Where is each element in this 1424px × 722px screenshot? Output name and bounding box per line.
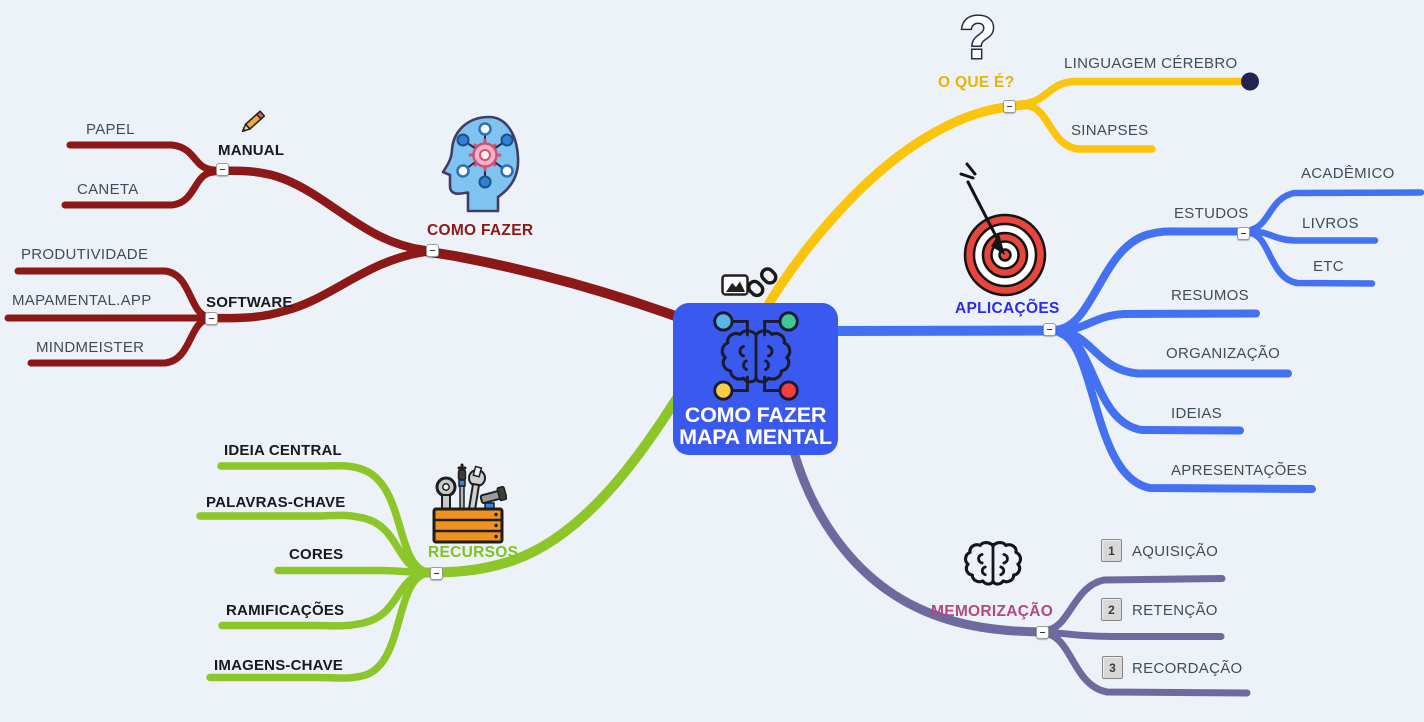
badge-2: 2 [1101,598,1122,621]
topic-ramificacoes[interactable]: RAMIFICAÇÕES [226,602,345,619]
topic-resumos[interactable]: RESUMOS [1171,287,1249,304]
topic-palavras-chave[interactable]: PALAVRAS-CHAVE [206,494,346,511]
branch-retencao [1044,628,1225,640]
branch-cores [274,566,428,576]
central-topic-title-line1: COMO FAZER [684,403,827,427]
target-icon[interactable] [958,160,1050,298]
collapse-button-memorizacao[interactable]: – [1036,626,1049,639]
collapse-button-o-que-e[interactable]: – [1003,100,1016,113]
topic-como-fazer[interactable]: COMO FAZER [427,222,534,239]
central-topic-title-line2: MAPA MENTAL [679,425,832,449]
collapse-button-manual[interactable]: – [216,163,229,176]
topic-manual[interactable]: MANUAL [218,142,285,159]
branch-aplicacoes-trunk [831,325,1065,336]
topic-produtividade[interactable]: PRODUTIVIDADE [21,246,149,263]
branch-palavras-chave [196,511,428,576]
branch-memorizacao-trunk [789,447,1053,637]
topic-recursos[interactable]: RECURSOS [428,544,519,561]
topic-aplicacoes[interactable]: APLICAÇÕES [955,300,1060,317]
badge-3: 3 [1102,656,1123,679]
topic-recordacao[interactable]: RECORDAÇÃO [1132,660,1243,677]
endpoint-dot [1241,72,1259,91]
topic-caneta[interactable]: CANETA [77,181,139,198]
branch-manual [209,166,429,255]
topic-papel[interactable]: PAPEL [86,121,135,138]
topic-o-que-e[interactable]: O QUE É? [938,74,1015,91]
branch-linguagem-cerebro [1024,77,1246,107]
topic-estudos[interactable]: ESTUDOS [1174,205,1249,222]
branch-o-que-e-trunk [757,99,1033,320]
topic-sinapses[interactable]: SINAPSES [1071,122,1149,139]
topic-linguagem-cerebro[interactable]: LINGUAGEM CÉREBRO [1064,55,1238,72]
branch-ideia-central [217,461,428,575]
branch-estudos [1056,227,1256,333]
branch-caneta [61,168,218,209]
topic-livros[interactable]: LIVROS [1302,215,1359,232]
topic-retencao[interactable]: RETENÇÃO [1132,602,1218,619]
brain-network-icon [712,311,799,401]
topic-etc[interactable]: ETC [1313,258,1344,275]
branch-sinapses [1024,101,1156,153]
collapse-button-estudos[interactable]: – [1237,227,1250,240]
collapse-button-aplicacoes[interactable]: – [1043,323,1056,336]
branch-como-fazer-trunk [419,246,705,330]
topic-apresentacoes[interactable]: APRESENTAÇÕES [1171,462,1308,479]
question-mark-icon[interactable]: ? [956,4,1000,72]
pencil-icon[interactable] [240,109,268,135]
link-icon[interactable] [747,266,778,299]
topic-mindmeister[interactable]: MINDMEISTER [36,339,145,356]
branch-resumos [1056,309,1260,334]
topic-ideias[interactable]: IDEIAS [1171,405,1222,422]
topic-academico[interactable]: ACADÊMICO [1301,165,1395,182]
badge-1: 1 [1101,539,1122,562]
topic-ideia-central[interactable]: IDEIA CENTRAL [224,442,342,459]
branch-apresentacoes [1056,329,1316,493]
branch-mindmeister [27,315,213,367]
topic-imagens-chave[interactable]: IMAGENS-CHAVE [214,657,343,674]
branch-aquisicao [1044,575,1226,634]
topic-cores[interactable]: CORES [289,546,344,563]
image-icon[interactable] [721,274,749,297]
collapse-button-como-fazer[interactable]: – [426,244,439,257]
branch-papel [66,141,218,174]
branch-recordacao [1044,630,1251,697]
topic-software[interactable]: SOFTWARE [206,294,293,311]
branch-livros [1248,228,1379,244]
branch-recursos-trunk [419,385,687,578]
branch-imagens-chave [206,570,428,682]
central-topic[interactable]: COMO FAZER MAPA MENTAL [673,303,838,455]
branch-academico [1248,189,1424,233]
branch-software [204,247,429,323]
brain-icon[interactable] [954,524,1032,602]
collapse-button-software[interactable]: – [205,312,218,325]
topic-mapamental-app[interactable]: MAPAMENTAL.APP [12,292,152,309]
topic-aquisicao[interactable]: AQUISIÇÃO [1132,543,1219,560]
topic-memorizacao[interactable]: MEMORIZAÇÃO [931,603,1054,620]
head-network-icon[interactable] [433,113,523,220]
branch-ramificacoes [218,569,428,630]
toolbox-icon[interactable] [429,457,507,545]
collapse-button-recursos[interactable]: – [430,567,443,580]
topic-organizacao[interactable]: ORGANIZAÇÃO [1166,345,1281,362]
svg-text:?: ? [960,4,997,71]
branch-etc [1248,230,1376,287]
